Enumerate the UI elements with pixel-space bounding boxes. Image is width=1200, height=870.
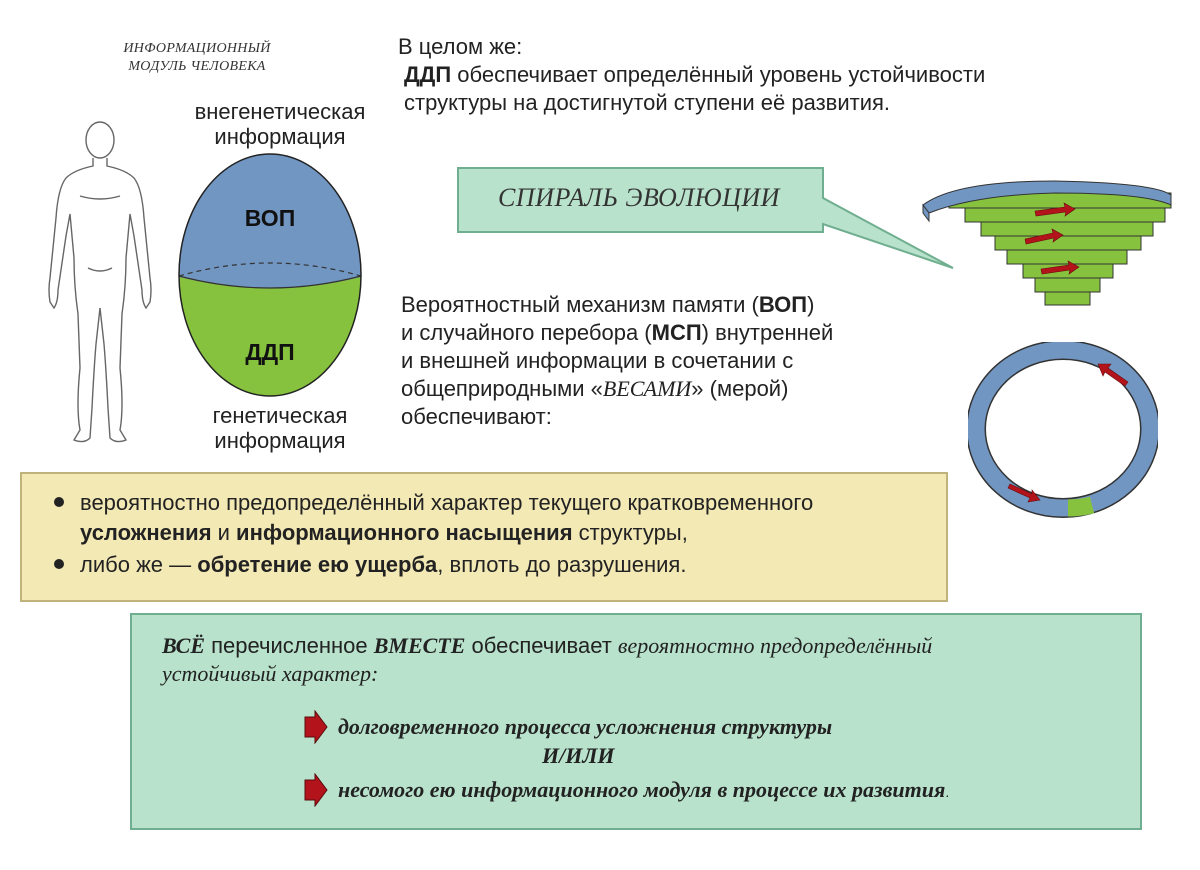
- evolution-spiral-callout: [457, 167, 954, 269]
- yellow-complication: усложнения: [80, 520, 212, 545]
- yellow-summary-box: вероятностно предопределённый характер т…: [20, 472, 948, 602]
- egg-vop-label: ВОП: [245, 205, 295, 231]
- mechanism-vesami: ВЕСАМИ: [602, 376, 692, 401]
- green-together: ВМЕСТЕ: [373, 633, 466, 658]
- mechanism-line1: Вероятностный механизм памяти (ВОП): [401, 291, 941, 319]
- green-conclusion-box: ВСЁ перечисленное ВМЕСТЕ обеспечивает ве…: [130, 613, 1142, 830]
- intro-line1: В целом же:: [398, 34, 523, 59]
- yellow-and: и: [211, 520, 237, 545]
- yellow-b2-c: , вплоть до разрушения.: [437, 552, 687, 577]
- mechanism-vop: ВОП: [758, 292, 808, 317]
- intro-text: В целом же: ДДП обеспечивает определённы…: [398, 33, 1098, 117]
- yellow-b1-a: вероятностно предопределённый характер т…: [80, 490, 814, 515]
- genetic-label-line1: генетическая: [212, 403, 348, 428]
- green-all: ВСЁ: [162, 633, 205, 658]
- green-or: И/ИЛИ: [542, 743, 615, 768]
- yellow-bullet2: либо же — обретение ею ущерба, вплоть до…: [54, 550, 686, 580]
- intro-line2: ДДП обеспечивает определённый уровень ус…: [398, 61, 1098, 89]
- green-l1-d: обеспечивает: [465, 633, 618, 658]
- intro-line2-rest: обеспечивает определённый уровень устойч…: [451, 62, 986, 87]
- yellow-damage: обретение ею ущерба: [197, 552, 438, 577]
- module-title-line2: модуль человека: [128, 59, 266, 74]
- green-item1: долговременного процесса усложнения стру…: [338, 714, 833, 739]
- intro-ddp: ДДП: [404, 62, 452, 87]
- mechanism-l2-a: и случайного перебора (: [401, 320, 652, 345]
- green-item2-row: несомого ею информационного модуля в про…: [338, 775, 949, 807]
- mechanism-line3: и внешней информации в сочетании с: [401, 348, 794, 373]
- extragenetic-label-line1: внегенетическая: [194, 99, 366, 124]
- mechanism-msp: МСП: [651, 320, 702, 345]
- mechanism-line4: общеприродными «ВЕСАМИ» (мерой): [401, 375, 941, 403]
- yellow-bullet1: вероятностно предопределённый характер т…: [54, 488, 813, 518]
- intro-line3: структуры на достигнутой ступени её разв…: [404, 90, 891, 115]
- genetic-label: генетическая информация: [160, 403, 400, 453]
- yellow-saturation: информационного насыщения: [236, 520, 573, 545]
- extragenetic-label: внегенетическая информация: [160, 99, 400, 149]
- yellow-bullet1-cont: усложнения и информационного насыщения с…: [80, 518, 688, 548]
- spiral-cone-icon: [922, 180, 1172, 306]
- yellow-b2-a: либо же —: [80, 552, 198, 577]
- mechanism-l4-a: общеприродными «: [401, 376, 603, 401]
- extragenetic-label-line2: информация: [214, 124, 346, 149]
- human-figure-icon: [48, 121, 152, 443]
- mechanism-l1-a: Вероятностный механизм памяти (: [401, 292, 759, 317]
- genetic-label-line2: информация: [214, 428, 346, 453]
- yellow-structure: структуры,: [572, 520, 688, 545]
- info-module-egg: ВОП ДДП: [178, 153, 362, 397]
- green-l1-e: вероятностно предопределённый: [617, 633, 933, 658]
- green-l1-b: перечисленное: [205, 633, 374, 658]
- module-title-line1: Информационный: [123, 41, 271, 56]
- callout-label: СПИРАЛЬ ЭВОЛЮЦИИ: [498, 183, 780, 212]
- mechanism-l2-c: ) внутренней: [701, 320, 834, 345]
- spiral-ring-icon: [968, 342, 1158, 518]
- green-item2: несомого ею информационного модуля в про…: [338, 777, 946, 802]
- red-arrow-icon: [304, 773, 328, 807]
- module-title: Информационный модуль человека: [92, 40, 302, 76]
- egg-ddp-label: ДДП: [245, 339, 294, 365]
- mechanism-line5: обеспечивают:: [401, 404, 552, 429]
- green-line2: устойчивый характер:: [162, 661, 379, 686]
- mechanism-line2: и случайного перебора (МСП) внутренней: [401, 319, 941, 347]
- bullet-icon: [54, 559, 64, 570]
- green-line1: ВСЁ перечисленное ВМЕСТЕ обеспечивает ве…: [162, 631, 932, 661]
- mechanism-text: Вероятностный механизм памяти (ВОП) и сл…: [401, 291, 941, 431]
- red-arrow-icon: [304, 710, 328, 744]
- green-item2-end: .: [945, 784, 950, 800]
- vop-region: [179, 154, 361, 288]
- bullet-icon: [54, 497, 64, 508]
- mechanism-l4-c: » (мерой): [691, 376, 789, 401]
- mechanism-l1-c: ): [807, 292, 815, 317]
